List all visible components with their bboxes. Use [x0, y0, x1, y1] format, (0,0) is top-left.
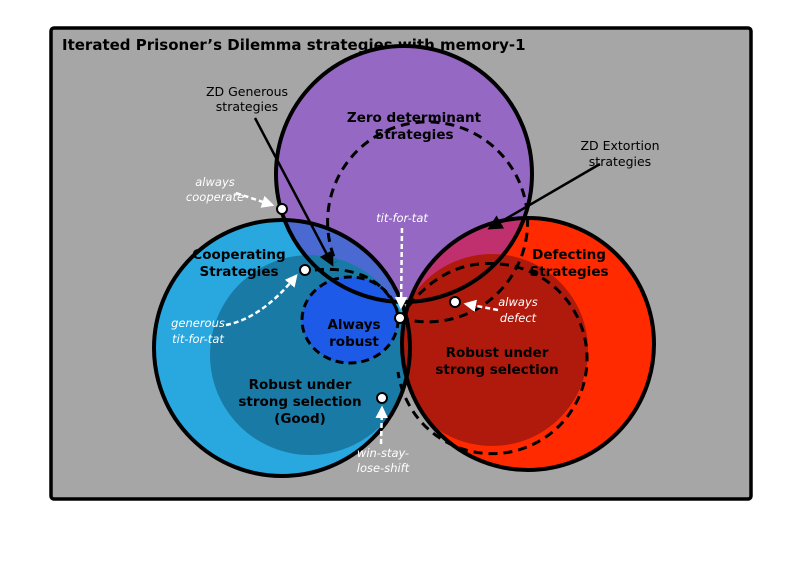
- svg-text:Strategies: Strategies: [199, 264, 278, 280]
- zd-label: Zero determinant Strategies: [347, 110, 482, 143]
- svg-text:Cooperating: Cooperating: [192, 247, 285, 263]
- svg-text:ZD Generous: ZD Generous: [206, 84, 288, 99]
- cooperating-label: Cooperating Strategies: [192, 247, 285, 280]
- tit-for-tat-point: [394, 312, 406, 324]
- svg-text:always: always: [498, 295, 538, 309]
- always-cooperate-point: [276, 203, 288, 215]
- svg-text:strategies: strategies: [589, 154, 651, 169]
- generous-tft-label: generous tit-for-tat: [171, 316, 225, 346]
- robust-defect-outline: [396, 261, 589, 456]
- robust-defect-fill: [402, 254, 588, 446]
- svg-text:generous: generous: [171, 316, 225, 330]
- robust-good-outline-top: [299, 267, 402, 319]
- svg-text:cooperate: cooperate: [186, 190, 244, 204]
- svg-text:Robust under: Robust under: [446, 345, 549, 361]
- svg-text:tit-for-tat: tit-for-tat: [172, 332, 224, 346]
- tit-for-tat-label: tit-for-tat: [376, 211, 428, 225]
- svg-text:Strategies: Strategies: [529, 264, 608, 280]
- svg-text:Robust under: Robust under: [249, 377, 352, 393]
- svg-text:Strategies: Strategies: [374, 127, 453, 143]
- svg-text:ZD Extortion: ZD Extortion: [580, 138, 659, 153]
- robust-good-label: Robust under strong selection (Good): [238, 377, 361, 427]
- svg-text:strong selection: strong selection: [238, 394, 361, 410]
- defecting-label: Defecting Strategies: [529, 247, 608, 280]
- wsls-arrow: [375, 405, 388, 445]
- svg-text:Zero determinant: Zero determinant: [347, 110, 482, 126]
- svg-text:robust: robust: [329, 334, 379, 350]
- wsls-point: [376, 392, 388, 404]
- svg-text:always: always: [195, 175, 235, 189]
- always-robust-label: Always robust: [327, 317, 380, 350]
- generous-tft-point: [299, 264, 311, 276]
- zd-generous-arrow: [253, 117, 334, 267]
- always-cooperate-arrow: [235, 191, 275, 208]
- svg-text:win-stay-: win-stay-: [357, 446, 409, 460]
- tit-for-tat-arrow: [394, 227, 408, 310]
- svg-text:lose-shift: lose-shift: [357, 461, 410, 475]
- svg-text:Defecting: Defecting: [532, 247, 606, 263]
- robust-good-outline: [326, 120, 530, 324]
- wsls-label: win-stay- lose-shift: [357, 446, 410, 475]
- always-defect-arrow: [463, 299, 499, 312]
- zd-generous-label: ZD Generous strategies: [206, 84, 288, 114]
- always-cooperate-label: always cooperate: [186, 175, 244, 204]
- robust-defect-label: Robust under strong selection: [435, 345, 558, 378]
- generous-tft-arrow: [225, 274, 298, 327]
- svg-text:strategies: strategies: [216, 99, 278, 114]
- diagram-title: Iterated Prisoner’s Dilemma strategies w…: [62, 36, 526, 54]
- always-defect-label: always defect: [498, 295, 538, 325]
- zd-extortion-arrow: [487, 162, 601, 230]
- svg-text:strong selection: strong selection: [435, 362, 558, 378]
- always-defect-point: [449, 296, 461, 308]
- svg-text:(Good): (Good): [274, 411, 326, 427]
- svg-text:Always: Always: [327, 317, 380, 333]
- svg-text:defect: defect: [500, 311, 537, 325]
- zd-extortion-label: ZD Extortion strategies: [580, 138, 659, 169]
- svg-text:tit-for-tat: tit-for-tat: [376, 211, 428, 225]
